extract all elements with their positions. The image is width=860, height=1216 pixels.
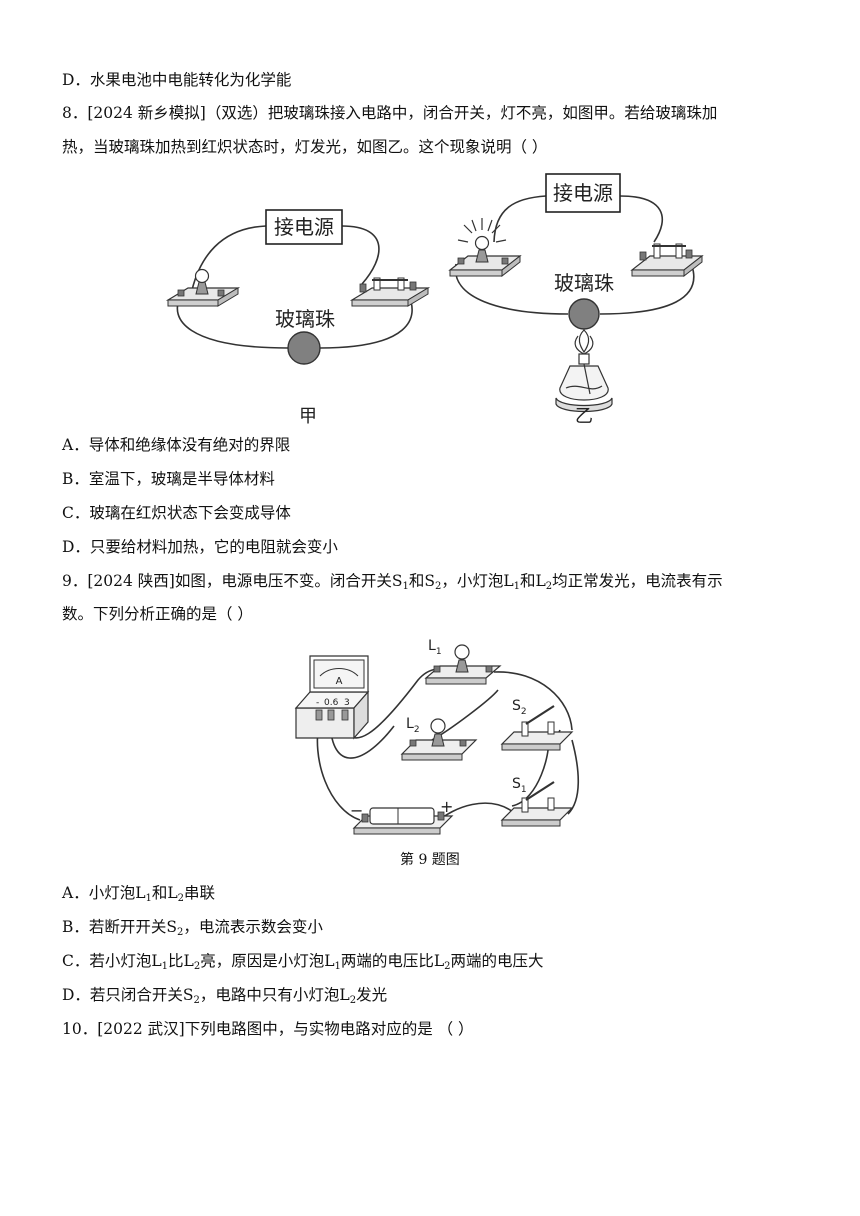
power-box bbox=[265, 209, 343, 245]
figure-caption: 乙 bbox=[575, 406, 593, 426]
battery-plus: + bbox=[440, 797, 453, 816]
lamp-base bbox=[165, 268, 241, 307]
q9-stem-line2: 数。下列分析正确的是（ ） bbox=[62, 605, 253, 623]
svg-text:S2: S2 bbox=[512, 698, 527, 717]
ammeter-terminal-3: 3 bbox=[344, 698, 350, 708]
switch-base bbox=[630, 243, 704, 278]
alcohol-lamp-icon bbox=[555, 329, 613, 413]
lamp-l2: L2 bbox=[400, 716, 478, 761]
q8-option-c: C．玻璃在红炽状态下会变成导体 bbox=[62, 504, 291, 522]
q8-figure-right: 接电源 玻璃珠 bbox=[448, 173, 704, 426]
battery-minus: − bbox=[350, 801, 363, 820]
light-rays-icon bbox=[457, 218, 507, 243]
svg-text:S1: S1 bbox=[512, 776, 527, 795]
glass-bead bbox=[568, 298, 600, 330]
q9-option-c: C．若小灯泡L1比L2亮，原因是小灯泡L1两端的电压比L2两端的电压大 bbox=[62, 952, 544, 972]
battery-holder: − + bbox=[350, 797, 454, 835]
svg-text:L1: L1 bbox=[428, 638, 442, 657]
lamp-base-lit bbox=[448, 218, 522, 278]
glass-bead bbox=[287, 331, 321, 365]
q9-option-b: B．若断开开关S2，电流表示数会变小 bbox=[62, 918, 323, 938]
power-label: 接电源 bbox=[274, 215, 334, 239]
q10-stem: 10．[2022 武汉]下列电路图中，与实物电路对应的是 （ ） bbox=[62, 1020, 474, 1038]
bead-label: 玻璃珠 bbox=[554, 271, 614, 295]
switch-base bbox=[349, 277, 430, 307]
q8-option-b: B．室温下，玻璃是半导体材料 bbox=[62, 470, 275, 488]
switch-s1: S1 bbox=[500, 776, 574, 827]
q9-option-a: A．小灯泡L1和L2串联 bbox=[62, 884, 216, 904]
power-label: 接电源 bbox=[553, 181, 613, 205]
switch-s2: S2 bbox=[500, 698, 574, 751]
bead-label: 玻璃珠 bbox=[275, 307, 335, 331]
q8-option-a: A．导体和绝缘体没有绝对的界限 bbox=[62, 436, 291, 454]
q8-stem-line2: 热，当玻璃珠加热到红炽状态时，灯发光，如图乙。这个现象说明（ ） bbox=[62, 138, 548, 156]
q9-option-d: D．若只闭合开关S2，电路中只有小灯泡L2发光 bbox=[62, 986, 388, 1006]
svg-text:L2: L2 bbox=[406, 716, 420, 735]
figure-caption: 甲 bbox=[299, 406, 317, 427]
power-box bbox=[545, 173, 621, 213]
ammeter-terminal-neg: - bbox=[316, 698, 319, 708]
lamp-l1: L1 bbox=[424, 638, 502, 685]
ammeter-letter: A bbox=[336, 676, 343, 687]
ammeter-terminal-06: 0.6 bbox=[324, 698, 339, 708]
q9-figure-caption: 第 9 题图 bbox=[400, 852, 460, 868]
q9-circuit-figure: A - 0.6 3 L1 L2 S2 bbox=[294, 638, 580, 835]
q7-option-d: D．水果电池中电能转化为化学能 bbox=[62, 71, 292, 89]
ammeter: A - 0.6 3 bbox=[294, 655, 370, 740]
q9-stem-line1: 9．[2024 陕西]如图，电源电压不变。闭合开关S1和S2，小灯泡L1和L2均… bbox=[62, 572, 723, 592]
q8-option-d: D．只要给材料加热，它的电阻就会变小 bbox=[62, 538, 338, 556]
q8-stem-line1: 8．[2024 新乡模拟]（双选）把玻璃珠接入电路中，闭合开关，灯不亮，如图甲。… bbox=[62, 104, 718, 122]
q8-figure-left: 接电源 玻璃珠 甲 bbox=[165, 209, 430, 427]
